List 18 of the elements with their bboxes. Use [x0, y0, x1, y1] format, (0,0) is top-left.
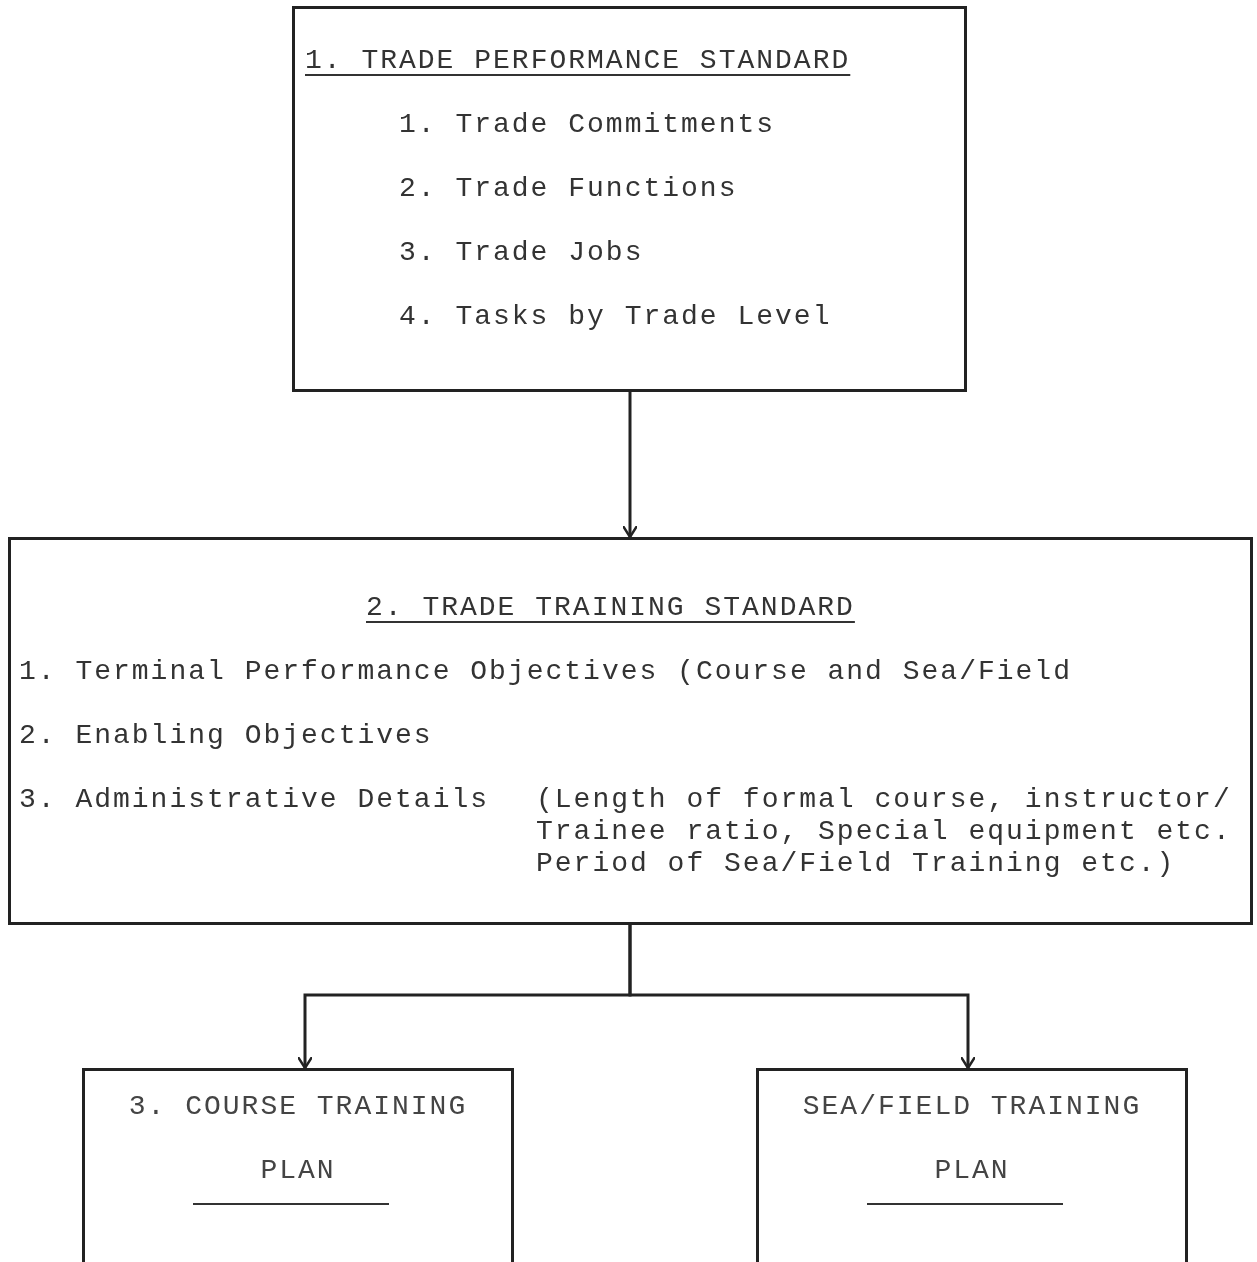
- process-box: [756, 1068, 1188, 1262]
- arrow: [628, 925, 977, 1070]
- process-box: [82, 1068, 514, 1262]
- list-item: 3. Administrative Details: [19, 784, 490, 815]
- heading: 1. TRADE PERFORMANCE STANDARD: [305, 45, 851, 76]
- heading: 2. TRADE TRAINING STANDARD: [366, 592, 855, 623]
- list-item: 1. Terminal Performance Objectives (Course and Sea/Field: [19, 656, 1072, 687]
- plan-title: SEA/FIELD TRAINING PLAN: [801, 1090, 1143, 1188]
- list-item: 1. Trade Commitments: [399, 109, 776, 140]
- plan-title: 3. COURSE TRAINING PLAN: [127, 1090, 469, 1188]
- list-item: 4. Tasks by Trade Level: [399, 301, 832, 332]
- list-item: 3. Trade Jobs: [399, 237, 644, 268]
- details-text: (Length of formal course, instructor/ Trainee ratio, Special equipment etc. Period of Sea/Field Training etc.): [536, 784, 1233, 880]
- list-item: 2. Trade Functions: [399, 173, 738, 204]
- list-item: 2. Enabling Objectives: [19, 720, 433, 751]
- process-box: [292, 6, 967, 392]
- process-box: [8, 537, 1253, 925]
- arrow: [621, 392, 639, 539]
